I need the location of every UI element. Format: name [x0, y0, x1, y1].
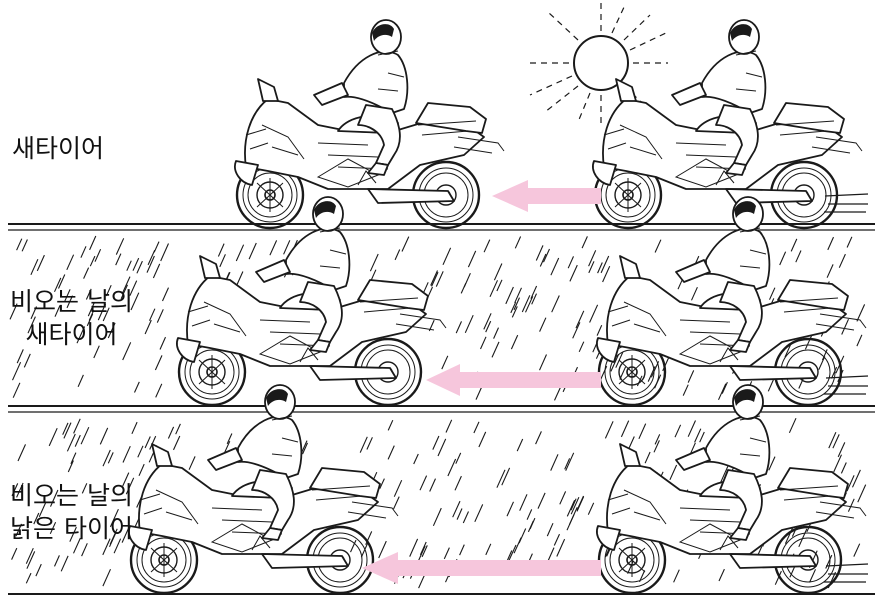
motorcycle-stopped: [129, 385, 398, 593]
label-line: 새타이어: [12, 133, 104, 166]
speed-lines: [824, 376, 868, 394]
row-rain-worn-tire: [8, 385, 875, 594]
label-line: 낡은 타이어: [10, 513, 133, 546]
row-rain-new-tire: [8, 197, 875, 412]
braking-distance-arrow: [426, 364, 601, 396]
label-line: 비오는 날의: [10, 286, 133, 319]
label-rain-new-tire: 비오는 날의 새타이어: [10, 286, 133, 351]
motorcycle-braking-start: [597, 197, 866, 405]
braking-distance-arrow: [492, 180, 601, 212]
label-line: 비오는 날의: [10, 480, 133, 513]
label-rain-worn-tire: 비오는 날의 낡은 타이어: [10, 480, 133, 545]
motorcycle-braking-start: [597, 385, 866, 593]
label-dry-new-tire: 새타이어: [12, 133, 104, 166]
label-line: 새타이어: [10, 319, 133, 352]
braking-distance-arrow: [362, 552, 601, 584]
motorcycle-stopped: [177, 197, 446, 405]
motorcycle-stopped: [235, 20, 504, 228]
row-dry-new-tire: [8, 3, 875, 230]
motorcycle-braking-start: [593, 20, 862, 228]
speed-lines: [824, 564, 868, 582]
